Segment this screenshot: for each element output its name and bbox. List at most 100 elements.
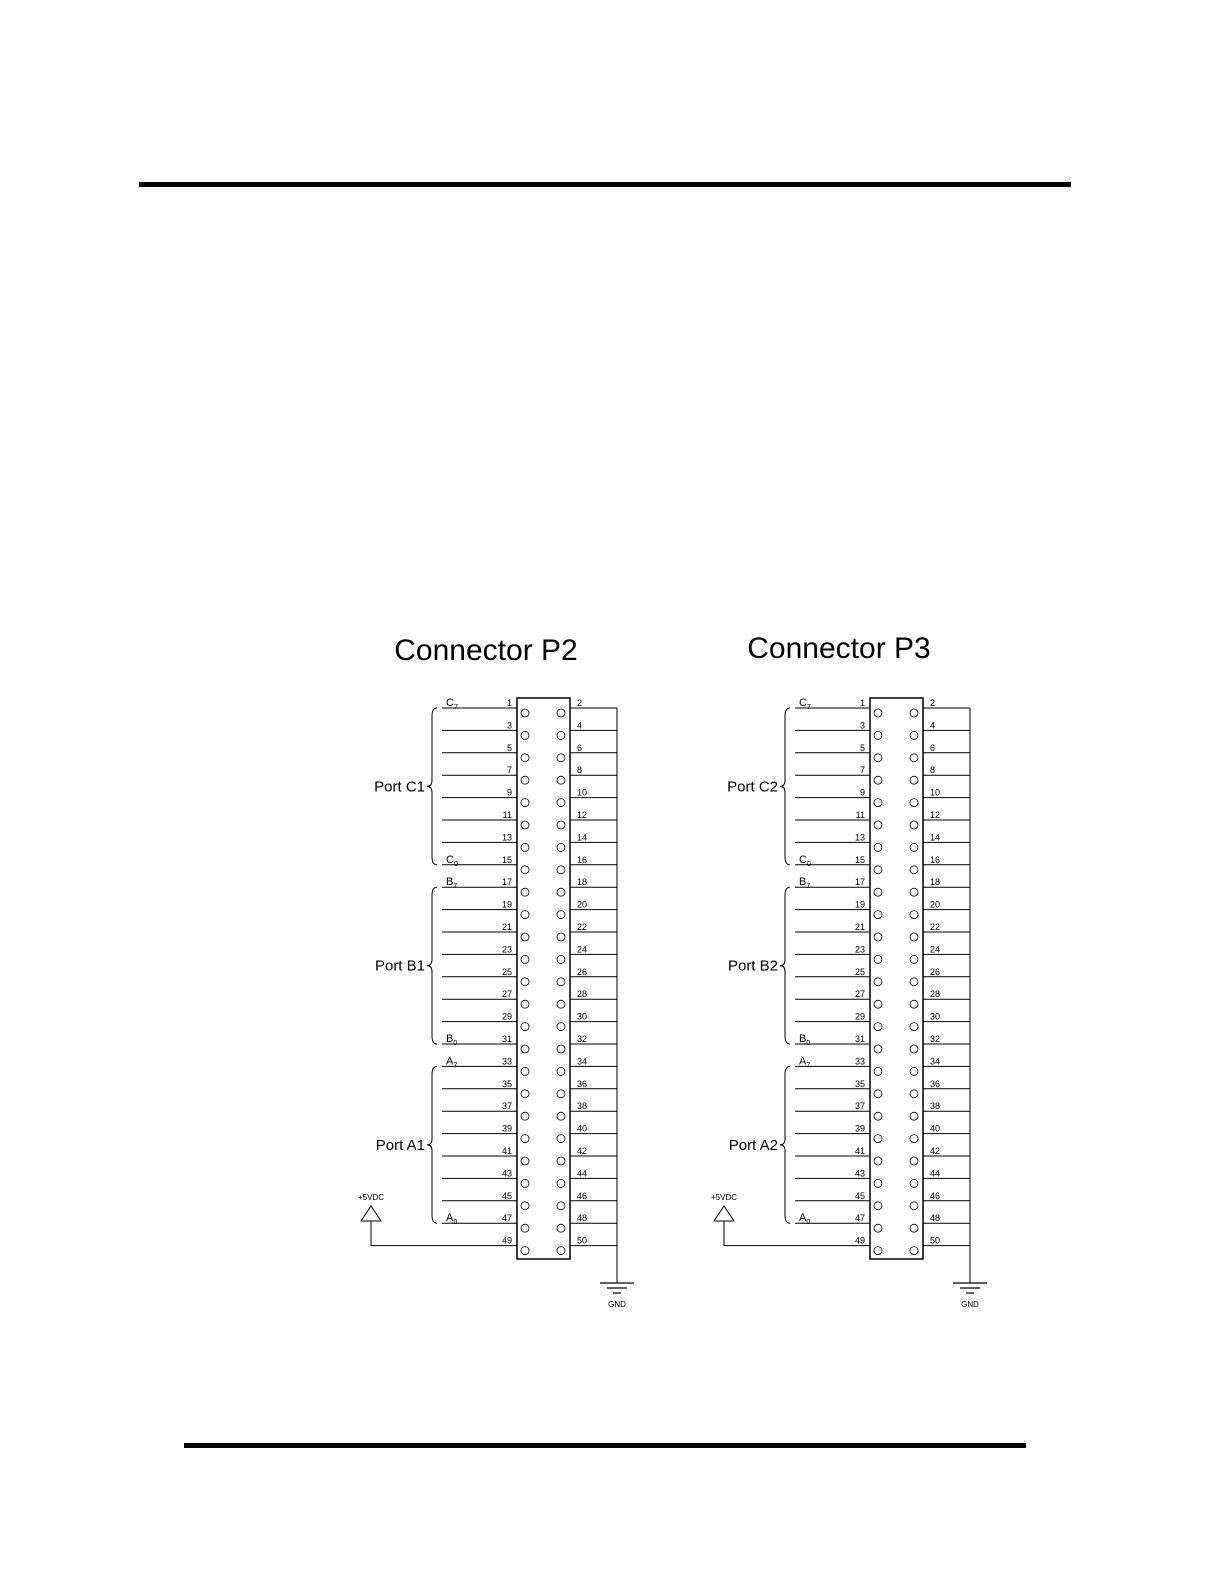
- pin-hole-odd: [520, 1201, 530, 1211]
- pin-number-odd: 39: [855, 1124, 865, 1134]
- pin-number-even: 32: [930, 1034, 940, 1044]
- bit-subscript: 7: [454, 704, 458, 711]
- ground-label: GND: [961, 1300, 979, 1309]
- pin-number-odd: 15: [502, 855, 512, 865]
- pin-number-even: 12: [577, 810, 587, 820]
- pin-number-even: 20: [577, 900, 587, 910]
- pin-hole-even: [909, 1246, 919, 1255]
- pin-number-odd: 9: [507, 788, 512, 798]
- pin-hole-odd: [520, 1134, 530, 1143]
- pin-number-even: 50: [577, 1236, 587, 1246]
- bit-letter: B: [446, 876, 453, 888]
- pin-number-odd: 45: [855, 1191, 865, 1201]
- pin-number-even: 36: [930, 1079, 940, 1089]
- pin-number-even: 34: [930, 1056, 940, 1066]
- bit-label-lsb: B0: [446, 1033, 457, 1047]
- connector-title: Connector P3: [747, 632, 930, 665]
- pin-hole-even: [909, 753, 919, 763]
- pin-hole-even: [909, 1044, 919, 1054]
- pin-number-odd: 49: [855, 1236, 865, 1246]
- pin-number-even: 44: [930, 1168, 940, 1178]
- pin-hole-odd: [873, 708, 883, 718]
- pin-number-even: 30: [930, 1012, 940, 1022]
- pin-hole-even: [909, 1089, 919, 1099]
- pin-hole-odd: [520, 753, 530, 763]
- bit-letter: A: [446, 1212, 454, 1224]
- bit-subscript: 0: [806, 1219, 810, 1226]
- bit-letter: C: [446, 854, 454, 866]
- pin-hole-even: [556, 775, 566, 785]
- pin-hole-odd: [520, 1044, 530, 1054]
- pin-number-odd: 9: [860, 788, 865, 798]
- pin-hole-even: [909, 999, 919, 1009]
- pin-number-odd: 23: [855, 944, 865, 954]
- pin-number-odd: 47: [855, 1213, 865, 1223]
- pin-number-even: 2: [577, 698, 582, 708]
- pin-number-even: 10: [930, 788, 940, 798]
- pin-number-even: 50: [930, 1236, 940, 1246]
- power-symbol: [713, 1205, 735, 1222]
- pin-hole-even: [909, 1223, 919, 1233]
- pin-number-odd: 1: [507, 698, 512, 708]
- pin-number-odd: 3: [860, 720, 865, 730]
- pin-number-odd: 43: [855, 1168, 865, 1178]
- pin-hole-odd: [520, 843, 530, 852]
- pin-hole-odd: [520, 708, 530, 718]
- pin-hole-even: [909, 887, 919, 897]
- bit-subscript: 7: [806, 883, 810, 890]
- pin-hole-odd: [873, 1223, 883, 1233]
- pin-number-even: 12: [930, 810, 940, 820]
- pin-hole-even: [556, 1089, 566, 1099]
- pin-hole-even: [556, 798, 566, 807]
- pin-number-even: 30: [577, 1012, 587, 1022]
- port-label: Port A2: [729, 1137, 778, 1154]
- port-bracket: [426, 1065, 438, 1224]
- bit-label-msb: A7: [799, 1055, 810, 1069]
- pin-number-even: 44: [577, 1168, 587, 1178]
- pin-hole-odd: [520, 1089, 530, 1099]
- pin-hole-odd: [873, 1089, 883, 1099]
- bit-label-lsb: B0: [799, 1033, 810, 1047]
- pin-hole-odd: [873, 977, 883, 987]
- bit-letter: B: [799, 876, 806, 888]
- bit-subscript: 7: [453, 883, 457, 890]
- pin-hole-even: [556, 1111, 566, 1121]
- pin-number-odd: 25: [855, 967, 865, 977]
- pin-hole-even: [909, 1022, 919, 1031]
- power-symbol: [360, 1205, 382, 1222]
- pin-number-even: 38: [930, 1101, 940, 1111]
- bit-label-msb: B7: [446, 876, 457, 890]
- pin-number-odd: 29: [502, 1012, 512, 1022]
- pin-number-odd: 15: [855, 855, 865, 865]
- pin-hole-odd: [520, 932, 530, 942]
- pin-hole-odd: [873, 932, 883, 942]
- pin-hole-even: [556, 977, 566, 987]
- pin-hole-odd: [520, 1111, 530, 1121]
- bit-letter: C: [799, 697, 807, 709]
- port-label: Port C1: [374, 778, 425, 795]
- pin-number-odd: 29: [855, 1012, 865, 1022]
- pin-number-odd: 5: [860, 743, 865, 753]
- pin-number-even: 46: [930, 1191, 940, 1201]
- pin-hole-even: [556, 708, 566, 718]
- header-rule: [139, 182, 1071, 187]
- bit-label-lsb: A0: [446, 1212, 457, 1226]
- pin-hole-even: [556, 1067, 566, 1076]
- pin-number-odd: 33: [502, 1056, 512, 1066]
- pin-number-odd: 21: [855, 922, 865, 932]
- port-bracket: [779, 707, 791, 866]
- pin-hole-even: [556, 731, 566, 740]
- pin-number-even: 26: [577, 967, 587, 977]
- pin-hole-even: [909, 977, 919, 987]
- pin-number-even: 42: [930, 1146, 940, 1156]
- bit-letter: C: [446, 697, 454, 709]
- pin-number-even: 24: [577, 944, 587, 954]
- pin-hole-odd: [873, 887, 883, 897]
- pin-number-odd: 19: [855, 900, 865, 910]
- port-bracket: [426, 707, 438, 866]
- pin-number-odd: 27: [855, 989, 865, 999]
- pin-number-odd: 31: [502, 1034, 512, 1044]
- pin-number-odd: 47: [502, 1213, 512, 1223]
